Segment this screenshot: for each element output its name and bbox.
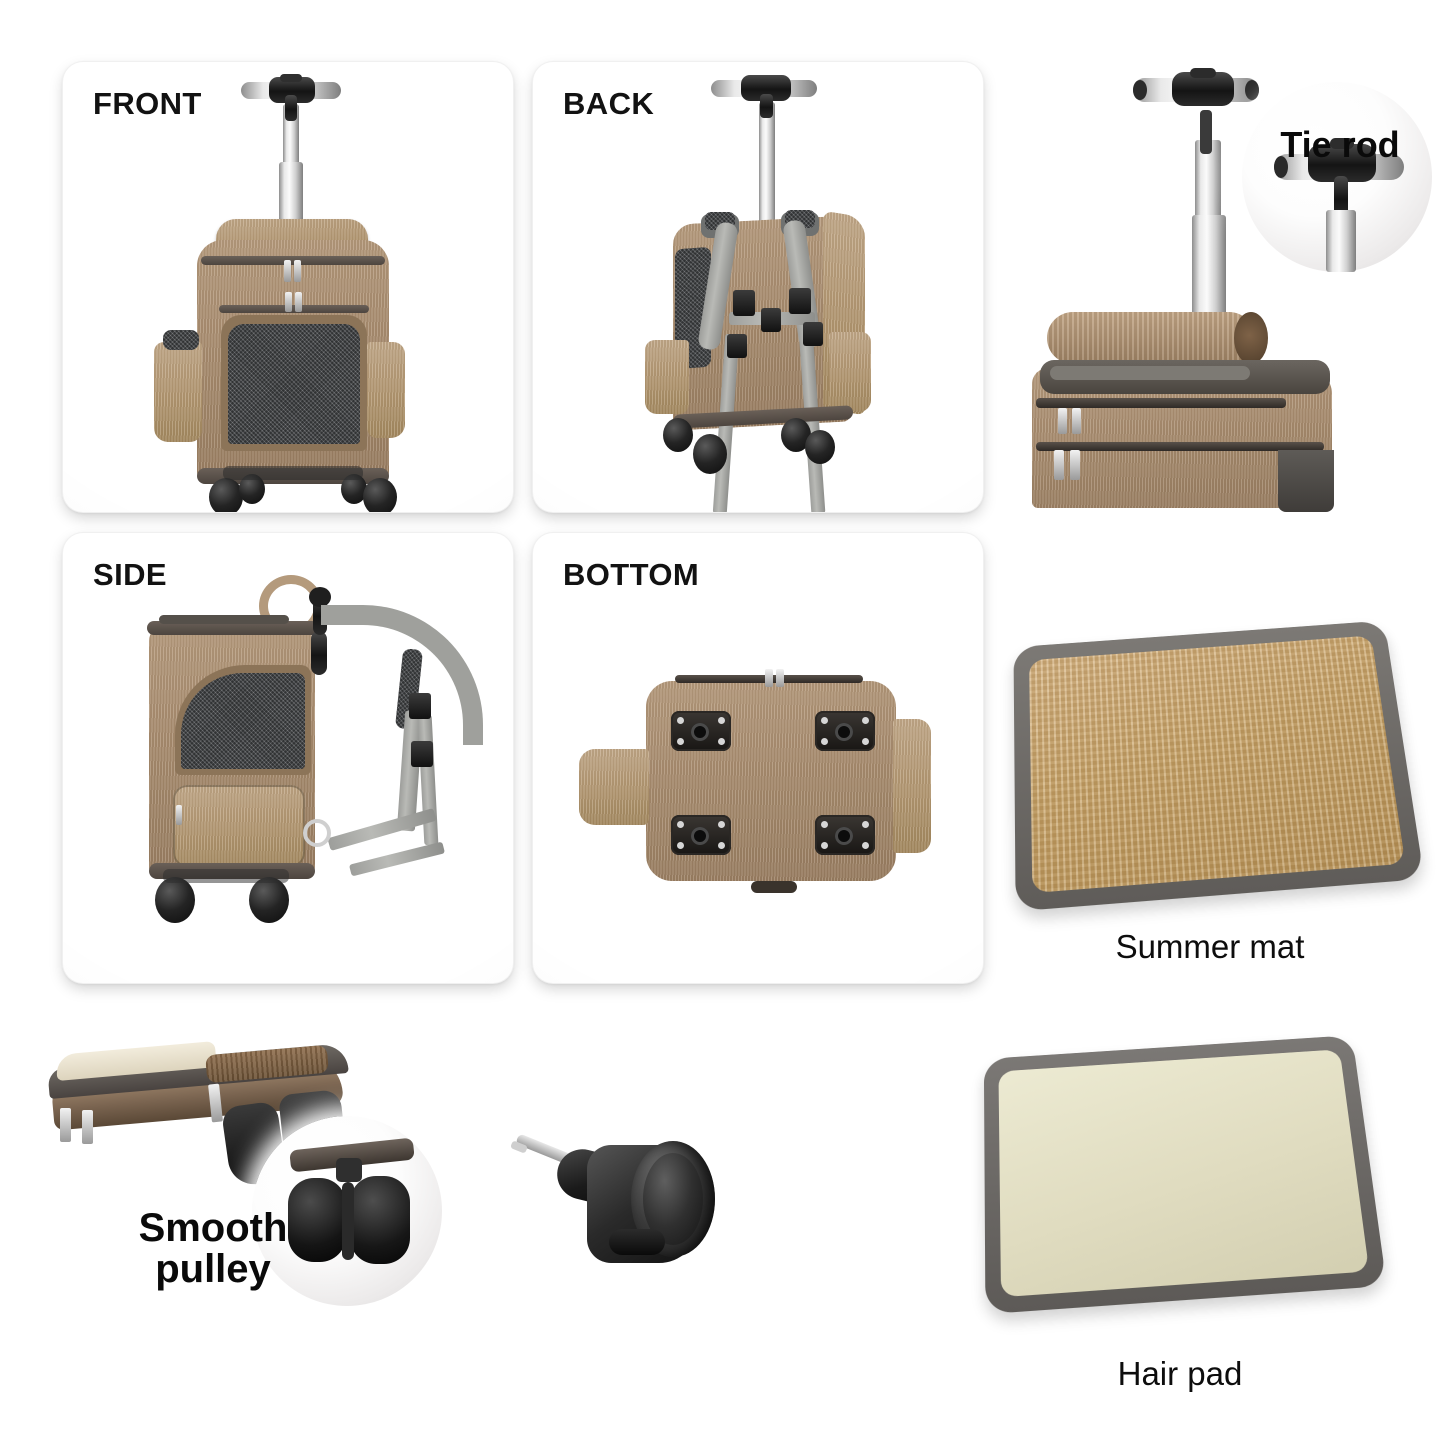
carrier-back-view — [533, 62, 983, 512]
card-back-label: BACK — [563, 86, 655, 121]
card-bottom: BOTTOM — [533, 533, 983, 983]
caster-wheel-part — [505, 1115, 755, 1315]
tie-rod-photo: Tie rod — [1020, 50, 1440, 520]
card-side-label: SIDE — [93, 557, 167, 592]
card-front-label: FRONT — [93, 86, 202, 121]
smooth-pulley-callout-circle — [252, 1116, 442, 1306]
smooth-pulley-label-line2: pulley — [155, 1246, 271, 1291]
smooth-pulley-photo: Smooth pulley — [30, 1030, 460, 1330]
hair-pad-label: Hair pad — [1117, 1355, 1243, 1392]
tie-rod-callout-circle — [1242, 82, 1432, 272]
card-bottom-label: BOTTOM — [563, 557, 700, 592]
summer-mat-label: Summer mat — [1115, 928, 1305, 965]
carrier-front-view — [63, 62, 513, 512]
smooth-pulley-label-line1: Smooth — [138, 1206, 288, 1250]
hair-pad-surface — [983, 1035, 1387, 1315]
card-front: FRONT — [63, 62, 513, 512]
card-side: SIDE — [63, 533, 513, 983]
summer-mat-surface — [1013, 620, 1425, 912]
carrier-side-view — [63, 533, 513, 983]
summer-mat-photo: Summer mat — [995, 610, 1425, 965]
tie-rod-label: Tie rod — [1280, 124, 1400, 165]
hair-pad-photo: Hair pad — [965, 1025, 1395, 1392]
carrier-bottom-view — [533, 533, 983, 983]
card-back: BACK — [533, 62, 983, 512]
smooth-pulley-label: Smooth pulley — [88, 1208, 338, 1290]
